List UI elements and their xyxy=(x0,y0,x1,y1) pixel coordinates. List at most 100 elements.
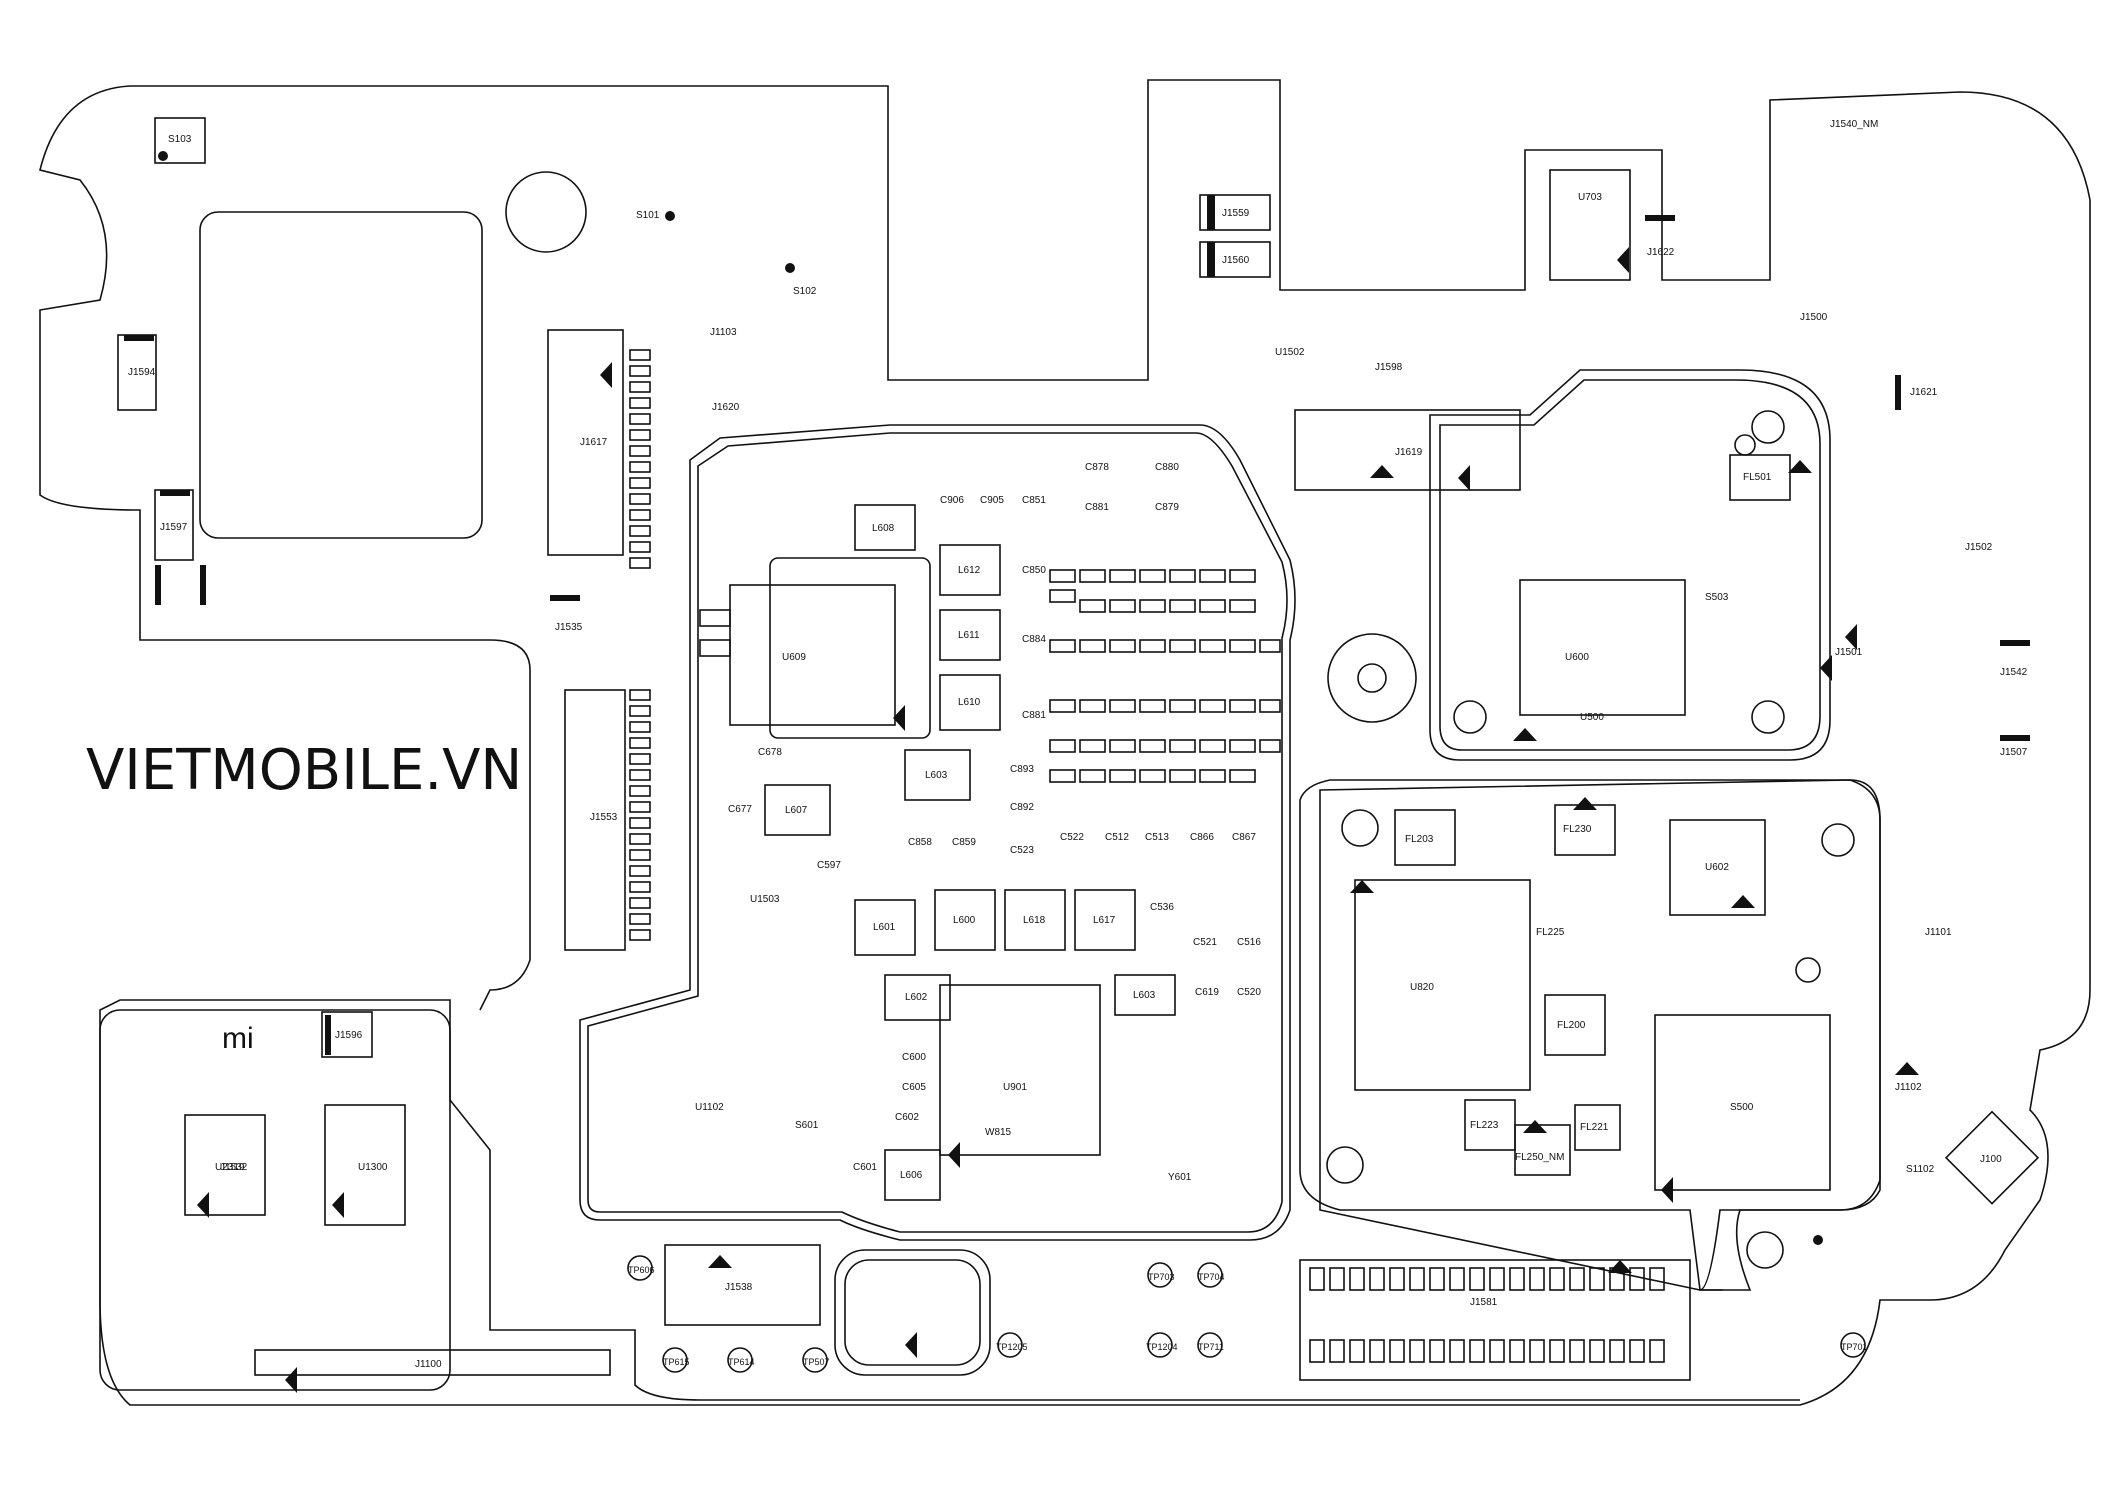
label-u600: U600 xyxy=(1565,652,1589,663)
label-u2319: U2319 xyxy=(215,1162,245,1173)
inductor-l602 xyxy=(884,974,951,1021)
sim-connector xyxy=(547,329,624,556)
tp-tp614 xyxy=(727,1347,753,1373)
board-left-notch xyxy=(39,85,531,1011)
label-j1559: J1559 xyxy=(1222,208,1250,219)
audio-chip xyxy=(184,1114,266,1216)
inductor-l601 xyxy=(854,899,916,956)
label-c677: C677 xyxy=(728,804,752,815)
label-c859: C859 xyxy=(952,837,976,848)
label-s101: S101 xyxy=(636,210,660,221)
j1553-connector xyxy=(564,689,626,951)
tp-tp606 xyxy=(627,1255,653,1281)
label-c513: C513 xyxy=(1145,832,1169,843)
label-s601: S601 xyxy=(795,1120,819,1131)
label-c878: C878 xyxy=(1085,462,1109,473)
u1503-region xyxy=(834,1249,991,1376)
inductor-l611 xyxy=(939,609,1001,661)
label-j1540: J1540_NM xyxy=(1830,119,1878,130)
label-j1581: J1581 xyxy=(1470,1297,1498,1308)
label-c879: C879 xyxy=(1155,502,1179,513)
label-j1598: J1598 xyxy=(1375,362,1403,373)
label-j1622: J1622 xyxy=(1647,247,1675,258)
label-u703: U703 xyxy=(1578,192,1602,203)
label-c881b: C881 xyxy=(1022,710,1046,721)
label-tp703: TP703 xyxy=(1148,1272,1175,1282)
label-c884: C884 xyxy=(1022,634,1046,645)
label-j1538: J1538 xyxy=(725,1282,753,1293)
label-c850: C850 xyxy=(1022,565,1046,576)
label-j1553: J1553 xyxy=(590,812,618,823)
label-fl501: FL501 xyxy=(1743,472,1772,483)
label-l617: L617 xyxy=(1093,915,1116,926)
brand-logo-mi: mi xyxy=(222,1022,254,1055)
label-c523: C523 xyxy=(1010,845,1034,856)
inductor-l603 xyxy=(904,749,971,801)
lcd-connector xyxy=(1299,1259,1691,1381)
label-c602: C602 xyxy=(895,1112,919,1123)
label-tp507: TP507 xyxy=(803,1357,830,1367)
tp-tp1204 xyxy=(1147,1332,1173,1358)
label-c601: C601 xyxy=(853,1162,877,1173)
label-u1300: U1300 xyxy=(358,1162,388,1173)
label-c906: C906 xyxy=(940,495,964,506)
watermark-text: VIETMOBILE.VN xyxy=(86,738,523,803)
rf-shield xyxy=(1319,779,1881,1291)
label-fl225: FL225 xyxy=(1536,927,1565,938)
label-j1502: J1502 xyxy=(1965,542,1993,553)
speaker-amp-chip xyxy=(324,1104,406,1226)
cpu-chip xyxy=(939,984,1101,1156)
label-tp1204: TP1204 xyxy=(1146,1342,1178,1352)
label-s503: S503 xyxy=(1705,592,1729,603)
label-j1596: J1596 xyxy=(335,1030,363,1041)
usb-connector xyxy=(664,1244,821,1326)
label-c516: C516 xyxy=(1237,937,1261,948)
label-l608: L608 xyxy=(872,523,895,534)
hole-screw xyxy=(1327,633,1417,723)
label-u820: U820 xyxy=(1410,982,1434,993)
label-c619: C619 xyxy=(1195,987,1219,998)
label-c858: C858 xyxy=(908,837,932,848)
label-l603b: L603 xyxy=(1133,990,1156,1001)
label-u609: U609 xyxy=(782,652,806,663)
label-u901: U901 xyxy=(1003,1082,1027,1093)
label-j1500: J1500 xyxy=(1800,312,1828,323)
filter-fl501 xyxy=(1729,454,1791,501)
filter-fl203 xyxy=(1394,809,1456,866)
tp-tp711 xyxy=(1197,1332,1223,1358)
label-u602: U602 xyxy=(1705,862,1729,873)
label-u1502: U1502 xyxy=(1275,347,1305,358)
label-u1503: U1503 xyxy=(750,894,780,905)
label-j1103: J1103 xyxy=(710,327,737,338)
j1560-connector xyxy=(1199,241,1271,278)
label-u1102: U1102 xyxy=(695,1102,724,1113)
hole-top xyxy=(505,171,587,253)
label-j1594: J1594 xyxy=(128,367,156,378)
label-l603: L603 xyxy=(925,770,948,781)
label-c597: C597 xyxy=(817,860,841,871)
label-j1542: J1542 xyxy=(2000,667,2028,678)
label-l606: L606 xyxy=(900,1170,923,1181)
label-fl230: FL230 xyxy=(1563,824,1592,835)
emmc-chip xyxy=(1669,819,1766,916)
transceiver-chip xyxy=(1519,579,1686,716)
filter-fl221 xyxy=(1574,1104,1621,1151)
label-c905: C905 xyxy=(980,495,1004,506)
label-j1619: J1619 xyxy=(1395,447,1423,458)
tp-tp615 xyxy=(662,1347,688,1373)
label-l602: L602 xyxy=(905,992,928,1003)
rf-main-chip xyxy=(1354,879,1531,1091)
label-j1532: J1532 xyxy=(220,1162,248,1173)
label-c600: C600 xyxy=(902,1052,926,1063)
pmic-shield xyxy=(1429,369,1831,761)
label-j1620: J1620 xyxy=(712,402,740,413)
label-j1621: J1621 xyxy=(1910,387,1938,398)
inductor-l603b xyxy=(1114,974,1176,1016)
label-tp614: TP614 xyxy=(728,1357,755,1367)
label-fl250: FL250_NM xyxy=(1515,1152,1564,1163)
bottom-left-module xyxy=(99,1009,451,1391)
label-j1560: J1560 xyxy=(1222,255,1250,266)
inductor-l612 xyxy=(939,544,1001,596)
label-j1100: J1100 xyxy=(415,1359,442,1370)
